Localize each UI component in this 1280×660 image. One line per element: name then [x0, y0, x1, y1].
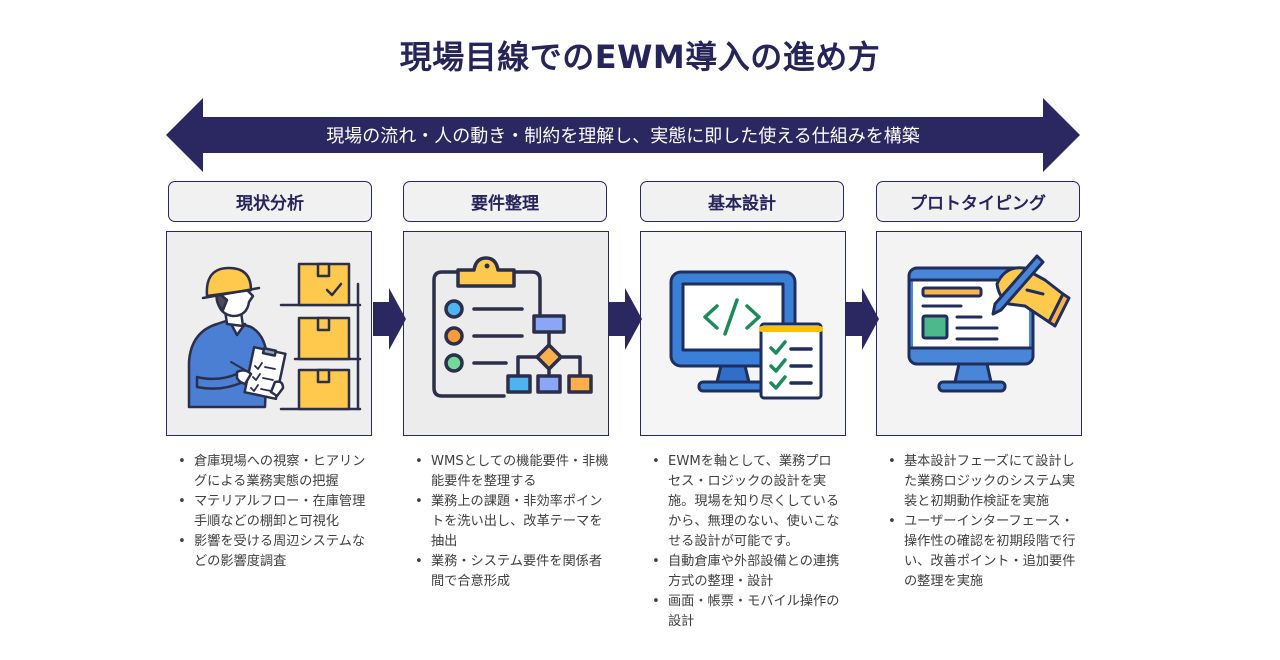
clipboard-flowchart-icon [432, 256, 593, 398]
bullet-item: マテリアルフロー・在庫管理手順などの棚卸と可視化 [172, 492, 372, 532]
bullet-item: 画面・帳票・モバイル操作の設計 [646, 592, 842, 632]
bullet-item: 倉庫現場への視察・ヒアリングによる業務実態の把握 [172, 452, 372, 492]
bullet-item: 影響を受ける周辺システムなどの影響度調査 [172, 532, 372, 572]
warehouse-worker-inspection-icon [187, 262, 362, 411]
principle-banner: 現場の流れ・人の動き・制約を理解し、実態に即した使える仕組みを構築 [166, 98, 1080, 172]
bullet-item: WMSとしての機能要件・非機能要件を整理する [409, 452, 609, 492]
step-arrow-icon-3 [846, 288, 879, 350]
monitor-code-checklist-icon [669, 270, 823, 400]
banner-text: 現場の流れ・人の動き・制約を理解し、実態に即した使える仕組みを構築 [326, 126, 920, 147]
bullet-item: ユーザーインターフェース・操作性の確認を初期段階で行い、改善ポイント・追加要件の… [882, 512, 1082, 592]
bullet-item: 自動倉庫や外部設備との連携方式の整理・設計 [646, 552, 842, 592]
phase-bullets-requirements: WMSとしての機能要件・非機能要件を整理する 業務上の課題・非効率ポイントを洗い… [409, 452, 609, 592]
phase-label-current-analysis: 現状分析 [168, 181, 372, 222]
phase-label-prototyping: プロトタイピング [876, 181, 1080, 222]
bullet-item: 業務・システム要件を関係者間で合意形成 [409, 552, 609, 592]
monitor-pen-hand-icon [907, 254, 1071, 393]
phase-card-requirements [403, 231, 609, 436]
bullet-item: 業務上の課題・非効率ポイントを洗い出し、改革テーマを抽出 [409, 492, 609, 552]
phase-label-requirements: 要件整理 [403, 181, 607, 222]
bullet-item: EWMを軸として、業務プロセス・ロジックの設計を実施。現場を知り尽くしているから… [646, 452, 842, 552]
step-arrow-icon-1 [373, 288, 406, 350]
phase-card-prototyping [876, 231, 1082, 436]
step-arrow-icon-2 [609, 288, 642, 350]
phase-bullets-basic-design: EWMを軸として、業務プロセス・ロジックの設計を実施。現場を知り尽くしているから… [646, 452, 842, 632]
phase-bullets-current-analysis: 倉庫現場への視察・ヒアリングによる業務実態の把握 マテリアルフロー・在庫管理手順… [172, 452, 372, 572]
bullet-item: 基本設計フェーズにて設計した業務ロジックのシステム実装と初期動作検証を実施 [882, 452, 1082, 512]
phase-card-basic-design [640, 231, 846, 436]
phase-card-current-analysis [166, 231, 372, 436]
phase-label-basic-design: 基本設計 [640, 181, 844, 222]
page-title: 現場目線でのEWM導入の進め方 [399, 38, 881, 76]
phase-bullets-prototyping: 基本設計フェーズにて設計した業務ロジックのシステム実装と初期動作検証を実施 ユー… [882, 452, 1082, 592]
double-arrow-icon [166, 98, 1080, 172]
